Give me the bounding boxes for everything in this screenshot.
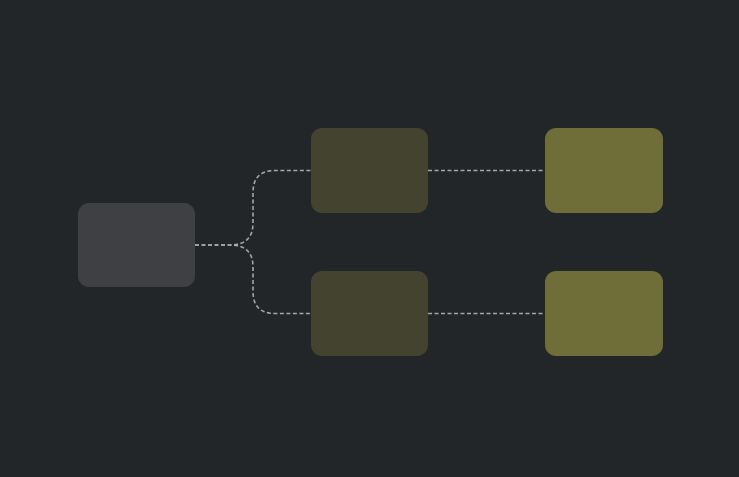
node-mid-top[interactable] (311, 128, 428, 213)
node-leaf-top[interactable] (545, 128, 663, 213)
node-leaf-bottom[interactable] (545, 271, 663, 356)
node-mid-bottom[interactable] (311, 271, 428, 356)
connector-root-to-mid-top (195, 169, 311, 246)
node-root[interactable] (78, 203, 195, 287)
